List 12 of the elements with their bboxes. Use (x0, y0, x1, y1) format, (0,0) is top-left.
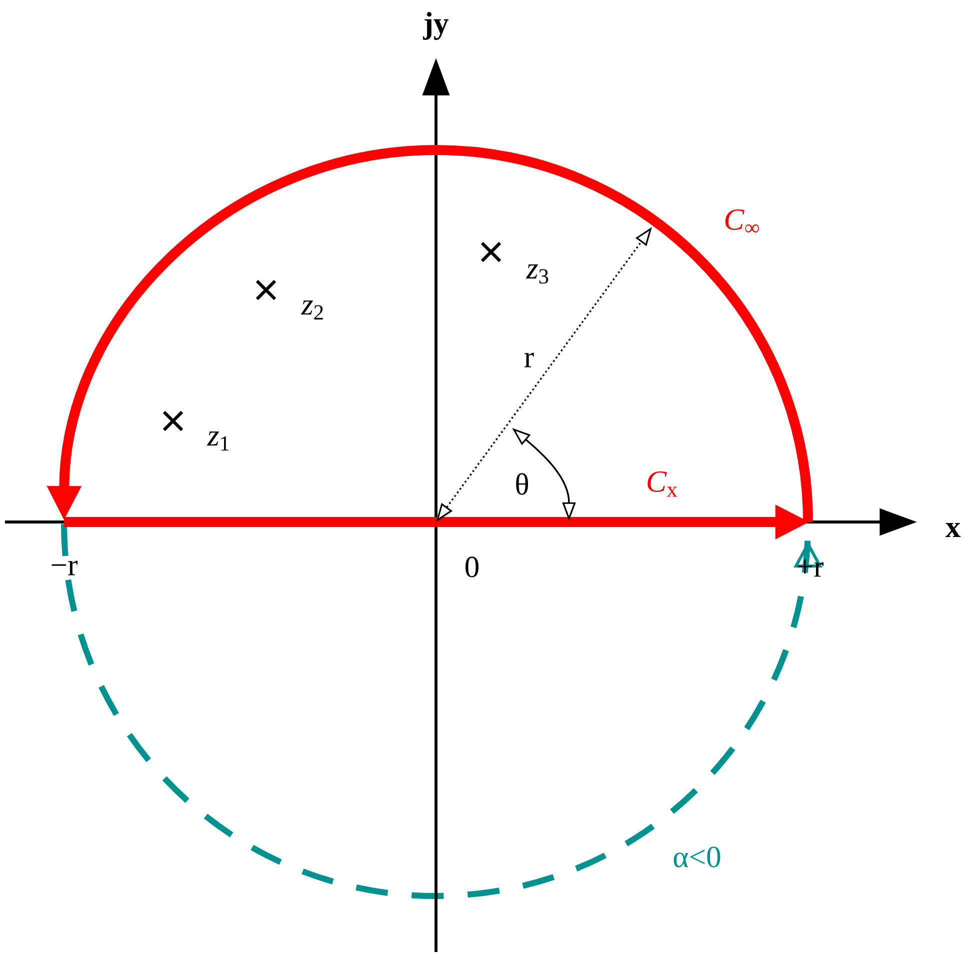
contour-label: C$_{x}$ (648, 471, 678, 497)
angle-label: θ (516, 473, 528, 495)
origin-label: 0 (466, 556, 479, 578)
axis-label: x (945, 522, 961, 538)
radius-label: r (524, 352, 534, 368)
pole-label: z$_{3}$ (526, 264, 548, 284)
axis-label: jy (422, 12, 448, 40)
contour-label: C$_{∞}$ (725, 209, 759, 232)
pole-label: z$_{2}$ (301, 300, 323, 320)
region-label: α<0 (674, 846, 720, 868)
pole-label: z$_{1}$ (207, 431, 229, 451)
tick-label: −r (52, 560, 78, 576)
